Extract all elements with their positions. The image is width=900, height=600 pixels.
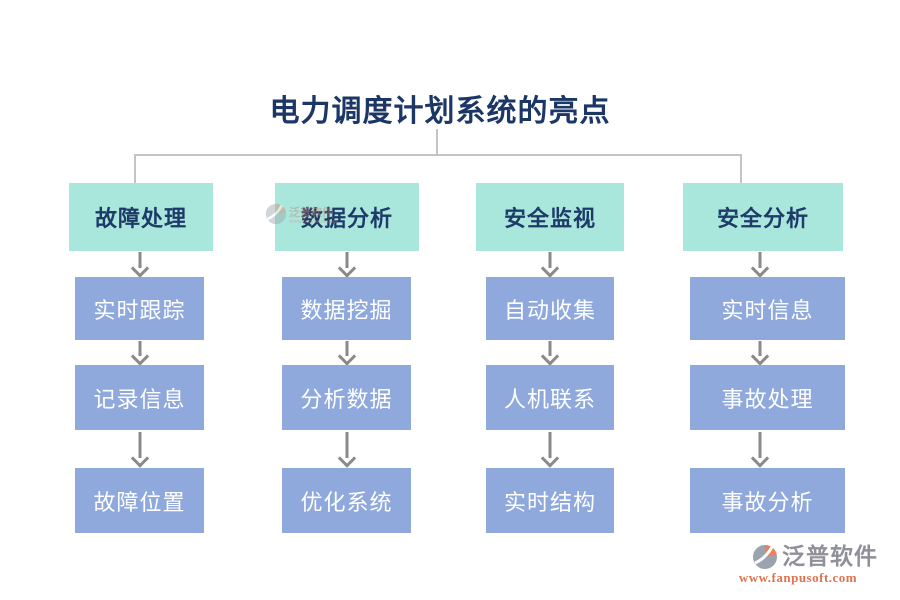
- column-4-header-box: 安全分析: [683, 183, 843, 251]
- fanpu-circle-logo-icon: [752, 544, 778, 570]
- arrow-down-icon: [540, 252, 560, 278]
- arrow-down-icon: [130, 341, 150, 366]
- arrow-down-icon: [337, 341, 357, 366]
- brand-url: www.fanpusoft.com: [738, 570, 858, 585]
- column-4-item-box: 事故分析: [690, 468, 845, 533]
- arrow-down-icon: [750, 252, 770, 278]
- connector-drop-left: [134, 154, 136, 184]
- watermark-brand-name: 泛普软件: [289, 206, 333, 219]
- brand-name: 泛普软件: [782, 544, 878, 569]
- column-3-item-box: 人机联系: [486, 365, 614, 430]
- column-1-item-box: 实时跟踪: [75, 277, 204, 340]
- arrow-down-icon: [130, 252, 150, 278]
- column-3-header-box: 安全监视: [476, 183, 624, 251]
- watermark-url: www.fanpusoft.com: [289, 218, 338, 225]
- fanpu-circle-logo-icon: [265, 203, 287, 230]
- column-4-item-box: 实时信息: [690, 277, 845, 340]
- arrow-down-icon: [750, 341, 770, 366]
- column-1-item-box: 故障位置: [75, 468, 204, 533]
- column-2-item-box: 优化系统: [282, 468, 411, 533]
- connector-title-stem: [436, 129, 438, 156]
- column-2-item-box: 数据挖掘: [282, 277, 411, 340]
- diagram-title: 电力调度计划系统的亮点: [269, 95, 611, 128]
- arrow-down-icon: [540, 341, 560, 366]
- arrow-down-icon: [337, 432, 357, 468]
- connector-horizontal: [134, 154, 742, 156]
- connector-drop-right: [740, 154, 742, 184]
- column-2-item-box: 分析数据: [282, 365, 411, 430]
- brand-logo: 泛普软件 www.fanpusoft.com: [718, 544, 878, 590]
- column-1-item-box: 记录信息: [75, 365, 204, 430]
- arrow-down-icon: [750, 432, 770, 468]
- center-watermark: 泛普软件 www.fanpusoft.com: [265, 202, 338, 230]
- column-4-item-box: 事故处理: [690, 365, 845, 430]
- arrow-down-icon: [130, 432, 150, 468]
- column-2-header-box: 数据分析: [275, 183, 419, 251]
- arrow-down-icon: [337, 252, 357, 278]
- column-1-header-box: 故障处理: [69, 183, 213, 251]
- column-3-item-box: 实时结构: [486, 468, 614, 533]
- column-3-item-box: 自动收集: [486, 277, 614, 340]
- arrow-down-icon: [540, 432, 560, 468]
